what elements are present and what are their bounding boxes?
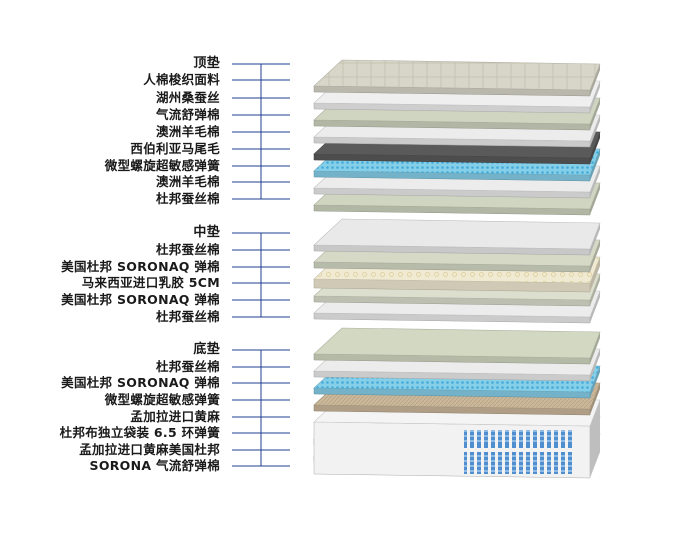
layer-label: 马来西亚进口乳胶 5CM <box>81 275 220 290</box>
layer-label: 美国杜邦 SORONAQ 弹棉 <box>61 259 220 274</box>
layer-end <box>590 81 600 113</box>
layer-end <box>590 115 600 147</box>
layer-end <box>590 64 600 96</box>
group-heading-top: 顶垫 <box>193 56 220 71</box>
layer-end <box>590 332 600 364</box>
layer-label: 西伯利亚马尾毛 <box>130 141 220 156</box>
layer-texture <box>314 60 600 90</box>
layer-label: 美国杜邦 SORONAQ 弹棉 <box>61 292 220 307</box>
layer-label: 杜邦布独立袋装 6.5 环弹簧 <box>59 425 220 440</box>
layer-top <box>313 218 601 250</box>
leader-lines <box>232 63 290 467</box>
layer-end <box>590 98 600 130</box>
layer-end <box>590 183 600 215</box>
layer-label: 微型螺旋超敏感弹簧 <box>104 158 220 173</box>
layer-label: 澳洲羊毛棉 <box>155 124 220 139</box>
group-heading-middle: 中垫 <box>193 225 220 240</box>
layer-label: 杜邦蚕丝棉 <box>155 359 220 374</box>
layer-end <box>590 366 600 398</box>
layer-label: 气流舒弹棉 <box>155 107 220 122</box>
layer-end <box>590 274 600 306</box>
layer-stack <box>313 59 601 479</box>
layer-label: SORONA 气流舒弹棉 <box>89 458 220 473</box>
layer-label: 澳洲羊毛棉 <box>155 174 220 189</box>
layer-label: 人棉梭织面料 <box>143 72 220 87</box>
layer-top <box>313 327 601 359</box>
layer-end <box>590 291 600 323</box>
layer-label: 微型螺旋超敏感弹簧 <box>104 392 220 407</box>
layer-end <box>590 349 600 381</box>
layer-label: 孟加拉进口黄麻 <box>130 409 220 424</box>
layer-end <box>590 223 600 255</box>
layer-end <box>590 240 600 272</box>
layer-end <box>590 132 600 164</box>
layer-0-0 <box>313 59 601 97</box>
layer-end <box>590 257 600 292</box>
layer-label: 杜邦蚕丝棉 <box>155 242 220 257</box>
layer-label: 孟加拉进口黄麻美国杜邦 <box>79 442 220 457</box>
layer-end <box>590 166 600 198</box>
layer-2-0 <box>313 327 601 365</box>
group-heading-bottom: 底垫 <box>193 342 220 357</box>
layer-label: 杜邦蚕丝棉 <box>155 309 220 324</box>
layer-label: 杜邦蚕丝棉 <box>155 191 220 206</box>
layer-end <box>590 383 600 415</box>
layer-label: 美国杜邦 SORONAQ 弹棉 <box>61 375 220 390</box>
layer-1-0 <box>313 218 601 256</box>
layer-end <box>590 149 600 181</box>
layer-label: 湖州桑蚕丝 <box>155 90 220 105</box>
pocket-springs <box>464 430 575 474</box>
